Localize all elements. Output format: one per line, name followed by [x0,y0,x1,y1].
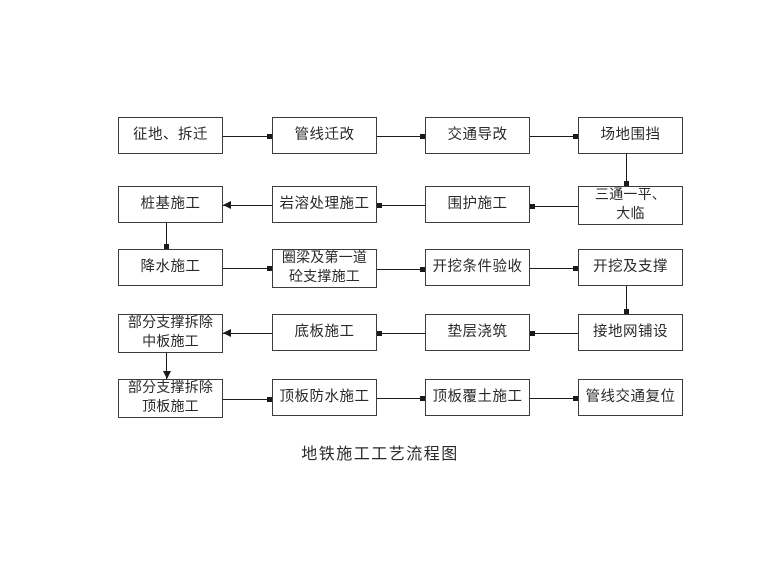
connector-n8-to-n9-arrowhead [163,244,169,249]
connector-n15-to-n16-arrowhead [223,328,231,337]
process-node-n12: 开挖及支撑 [578,249,683,286]
connector-n12-to-n13-arrowhead [623,309,629,314]
process-node-n3: 交通导改 [425,117,530,154]
connector-n14-to-n15-arrowhead [377,330,382,336]
process-node-n14: 垫层浇筑 [425,314,530,351]
connector-n6-to-n7 [377,204,425,206]
connector-n3-to-n4-arrowhead [573,133,578,139]
connector-n11-to-n12 [530,267,578,269]
connector-n8-to-n9 [165,223,167,249]
connector-n13-to-n14 [530,332,578,334]
connector-n10-to-n11 [377,268,425,270]
connector-n1-to-n2 [223,135,272,137]
process-node-n20: 管线交通复位 [578,379,683,416]
connector-n3-to-n4 [530,135,578,137]
connector-n12-to-n13 [625,286,627,314]
connector-n7-to-n8-arrowhead [223,200,231,209]
process-node-n16: 部分支撑拆除 中板施工 [118,314,223,353]
process-node-n2: 管线迁改 [272,117,377,154]
process-node-n1: 征地、拆迁 [118,117,223,154]
connector-n13-to-n14-arrowhead [530,330,535,336]
process-node-n7: 岩溶处理施工 [272,186,377,223]
connector-n2-to-n3 [377,135,425,137]
connector-n16-to-n17 [165,353,167,379]
connector-n4-to-n5-arrowhead [623,181,629,186]
process-node-n17: 部分支撑拆除 顶板施工 [118,379,223,418]
connector-n5-to-n6-arrowhead [530,203,535,209]
connector-n17-to-n18 [223,398,272,400]
process-node-n18: 顶板防水施工 [272,379,377,416]
connector-n16-to-n17-arrowhead [162,371,171,379]
connector-n19-to-n20 [530,397,578,399]
process-node-n13: 接地网铺设 [578,314,683,351]
connector-n15-to-n16 [223,332,272,334]
connector-n5-to-n6 [530,205,578,207]
process-node-n10: 圈梁及第一道 砼支撑施工 [272,249,377,288]
connector-n18-to-n19-arrowhead [420,395,425,401]
connector-n17-to-n18-arrowhead [267,396,272,402]
process-node-n8: 桩基施工 [118,186,223,223]
connector-n11-to-n12-arrowhead [573,265,578,271]
process-node-n6: 围护施工 [425,186,530,223]
connector-n9-to-n10 [223,267,272,269]
connector-n4-to-n5 [625,154,627,186]
process-node-n5: 三通一平、 大临 [578,186,683,225]
process-node-n15: 底板施工 [272,314,377,351]
connector-n6-to-n7-arrowhead [377,202,382,208]
process-node-n11: 开挖条件验收 [425,249,530,286]
connector-n10-to-n11-arrowhead [420,266,425,272]
connector-n19-to-n20-arrowhead [573,395,578,401]
connector-n7-to-n8 [223,204,272,206]
connector-n18-to-n19 [377,397,425,399]
diagram-caption: 地铁施工工艺流程图 [301,446,459,463]
connector-n1-to-n2-arrowhead [267,133,272,139]
connector-n14-to-n15 [377,332,425,334]
connector-n9-to-n10-arrowhead [267,265,272,271]
process-node-n9: 降水施工 [118,249,223,286]
process-node-n19: 顶板覆土施工 [425,379,530,416]
connector-n2-to-n3-arrowhead [420,133,425,139]
process-node-n4: 场地围挡 [578,117,683,154]
